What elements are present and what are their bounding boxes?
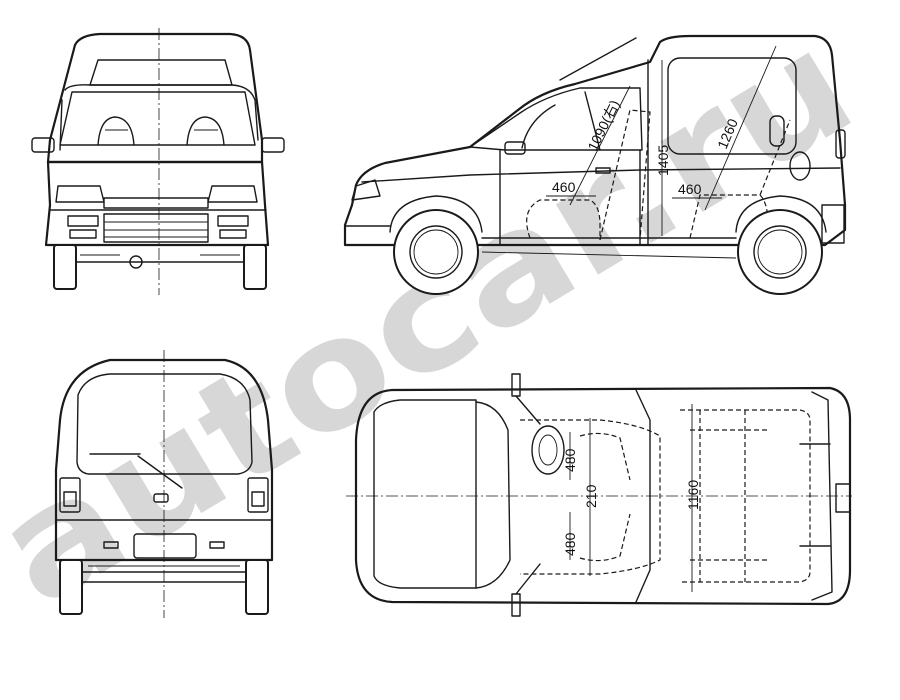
seat-width-upper-label: 480	[562, 448, 578, 472]
top-view: 480 480 210 1160	[346, 373, 852, 617]
cargo-width-label: 1160	[685, 480, 701, 510]
rear-view	[54, 350, 274, 618]
center-gap-label: 210	[583, 484, 599, 508]
front-view	[31, 28, 285, 295]
interior-height-label: 1405	[655, 145, 671, 176]
watermark-text: autocar.ru	[0, 0, 881, 641]
seat-width-lower-label: 480	[562, 532, 578, 556]
front-legroom-label: 460	[552, 179, 576, 195]
rear-legroom-label: 460	[678, 181, 702, 197]
watermark: autocar.ru	[0, 0, 881, 641]
